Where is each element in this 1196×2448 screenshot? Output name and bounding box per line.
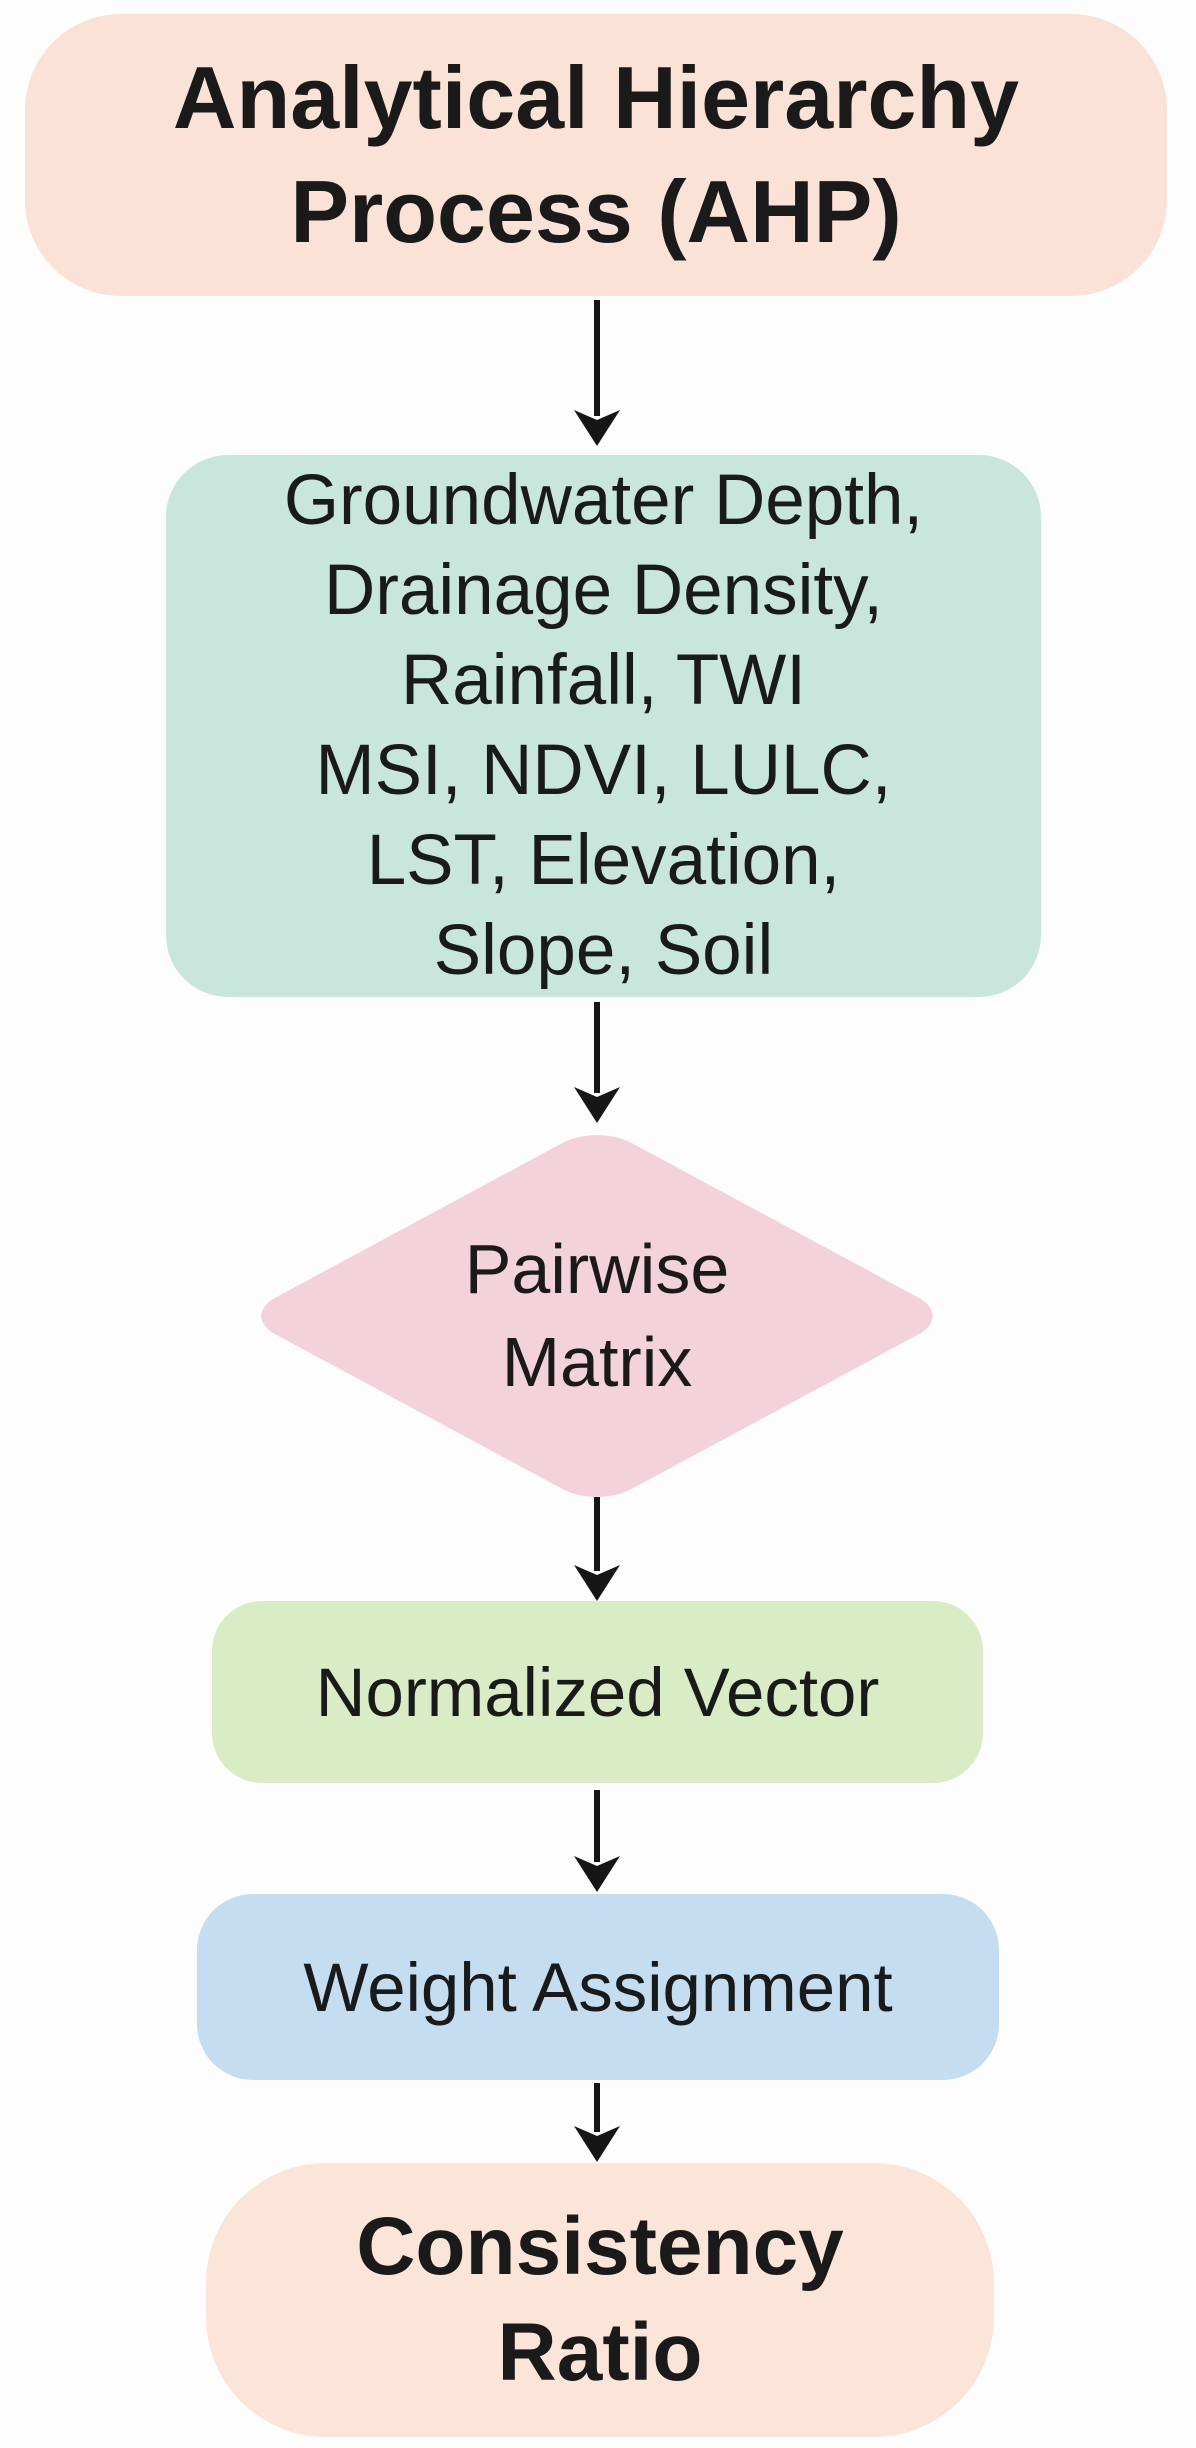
arrow-criteria-to-pairwise: [573, 1002, 621, 1123]
node-label-line: Matrix: [501, 1323, 693, 1401]
node-label-line: Pairwise: [464, 1230, 730, 1308]
node-label-line: MSI, NDVI, LULC,: [315, 731, 892, 810]
node-label-line: Analytical Hierarchy: [172, 48, 1020, 147]
diamond-label: Pairwise Matrix: [241, 1125, 953, 1507]
node-label-line: Drainage Density,: [323, 551, 884, 630]
node-label-line: Process (AHP): [290, 162, 902, 261]
arrow-ahp-to-criteria: [573, 300, 621, 446]
node-label-line: Groundwater Depth,: [283, 461, 924, 540]
node-normalized-vector: Normalized Vector: [212, 1601, 983, 1783]
node-label-line: Slope, Soil: [433, 911, 774, 990]
node-criteria-layers: Groundwater Depth, Drainage Density, Rai…: [166, 455, 1041, 997]
arrow-pairwise-to-normalized: [573, 1497, 621, 1601]
node-label-line: LST, Elevation,: [366, 821, 841, 900]
node-label-line: Weight Assignment: [303, 1948, 893, 2026]
node-label-line: Ratio: [497, 2307, 703, 2398]
node-pairwise-matrix: Pairwise Matrix: [241, 1124, 953, 1508]
node-label-line: Rainfall, TWI: [400, 641, 807, 720]
arrow-weight-to-consistency: [573, 2083, 621, 2162]
node-consistency-ratio: Consistency Ratio: [206, 2163, 994, 2437]
node-analytical-hierarchy-process: Analytical Hierarchy Process (AHP): [25, 14, 1167, 296]
node-label-line: Consistency: [356, 2201, 844, 2292]
node-label-line: Normalized Vector: [315, 1653, 880, 1731]
arrow-normalized-to-weight: [573, 1790, 621, 1892]
node-weight-assignment: Weight Assignment: [197, 1894, 999, 2080]
